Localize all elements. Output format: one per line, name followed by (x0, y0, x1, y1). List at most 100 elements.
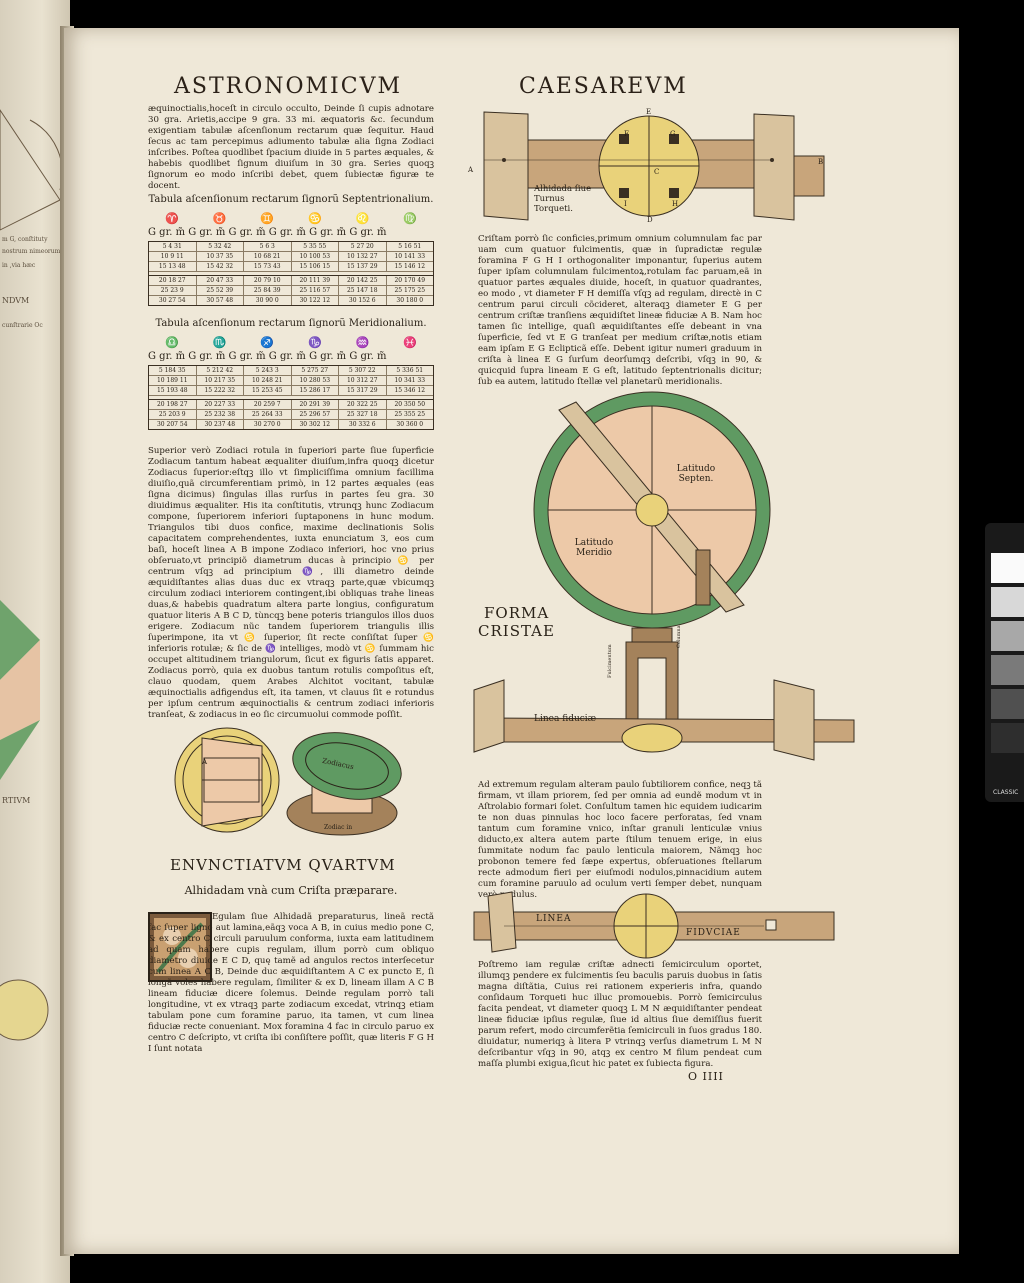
zodiac-symbol: ♓ (403, 336, 417, 349)
table-cell: 25 203 9 (149, 410, 197, 419)
latitudo-meridionalis-label: Latitudo Meridio (574, 538, 614, 558)
table-cell: 25 264 33 (244, 410, 292, 419)
zodiac-symbol: ♐ (260, 336, 274, 349)
alhidada-figure (483, 111, 825, 221)
table-cell: 5 32 42 (197, 242, 244, 251)
table-cell: 5 307 22 (339, 366, 387, 375)
left-page-fragment: m G, conſtituty (2, 236, 48, 243)
table-cell: 5 4 31 (149, 242, 197, 251)
swatch (991, 553, 1024, 583)
table-cell: 15 73 43 (244, 262, 292, 271)
running-head-left: ASTRONOMICVM (174, 74, 402, 99)
table-cell: 20 227 33 (197, 400, 244, 409)
table-cell: 20 18 27 (149, 276, 197, 285)
zodiac-symbol: ♌ (355, 212, 370, 225)
alhidada-caption: Alhidada ſiue Turnus Torqueti. (534, 184, 592, 214)
table-cell: 25 147 18 (339, 286, 387, 295)
table-cell: 10 341 33 (394, 377, 426, 384)
table-cell: 30 302 12 (292, 420, 339, 429)
table-cell: 15 346 12 (394, 387, 426, 394)
table-cell: 5 184 35 (149, 366, 197, 375)
zodiac-symbol: ♏ (212, 336, 227, 349)
table-cell: 20 259 7 (244, 400, 292, 409)
table-cell: 10 132 27 (339, 252, 387, 261)
crista-paragraph: Criſtam porrò ſic conficies,primum omniu… (478, 234, 762, 387)
zodiac-symbol: ♑ (307, 336, 322, 349)
intro-paragraph: æquinoctialis,hoceſt in circulo occulto,… (148, 104, 434, 191)
fiduciae-label: FIDVCIAE (686, 928, 741, 938)
left-page-fragment: cunſtrarie Oc (2, 322, 43, 329)
color-calibration-strip: CLASSIC (985, 523, 1024, 802)
table-cell: 15 106 15 (292, 262, 339, 271)
folio-signature: O IIII (688, 1070, 724, 1083)
figure-label-b: B (818, 158, 824, 166)
strip-brand-label: CLASSIC (993, 789, 1019, 796)
table-cell: 10 141 33 (394, 253, 426, 260)
figure-label-h: H (672, 200, 679, 208)
left-page-fragment: nostrum nimeorum (2, 248, 61, 255)
table-cell: 10 248 21 (244, 376, 292, 385)
table-cell: 5 27 20 (339, 242, 387, 251)
zodiac-symbol: ♈ (164, 212, 179, 225)
table-cell: 30 237 48 (197, 420, 244, 429)
table-cell: 25 232 38 (197, 410, 244, 419)
swatch (991, 689, 1024, 719)
table1-title: Tabula aſcenſionum rectarum ſignorũ Sept… (148, 194, 434, 205)
table-cell: 20 142 25 (339, 276, 387, 285)
figure-label-c: C (654, 168, 660, 176)
figure-label-a: A (468, 166, 474, 174)
body-paragraph: Superior verò Zodiaci rotula in ſuperior… (148, 446, 434, 720)
regula-paragraph: Ad extremum regulam alteram paulo ſubtil… (478, 780, 762, 900)
table-cell: 10 312 27 (339, 376, 387, 385)
swatch (991, 655, 1024, 685)
column-header: G gr. m̃ G gr. m̃ G gr. m̃ G gr. m̃ G gr… (148, 351, 387, 362)
figure-label-i: I (624, 200, 627, 208)
table-cell: 30 360 0 (396, 421, 424, 428)
table-cell: 5 16 51 (398, 243, 422, 250)
table-cell: 15 13 48 (149, 262, 197, 271)
table-cell: 20 350 50 (394, 401, 426, 408)
table-cell: 30 207 54 (149, 420, 197, 429)
left-page-fragment: in ,via hæc (2, 262, 36, 269)
zodiac-row: ♎ ♏ ♐ ♑ ♒ ♓ (148, 336, 434, 349)
table-cell: 25 175 25 (394, 287, 426, 294)
table-cell: 30 27 54 (149, 296, 197, 305)
latitudo-septentrionalis-label: Latitudo Septen. (676, 464, 716, 484)
table-cell: 10 9 11 (149, 252, 197, 261)
table-cell: 30 332 6 (339, 420, 387, 429)
table-separator (149, 272, 433, 276)
left-page-fragment: RTIVM (2, 796, 31, 805)
cristae-label: CRISTAE (478, 622, 555, 640)
table2-title: Tabula aſcenſionum rectarum ſignorũ Meri… (155, 318, 427, 329)
figure-label-d: D (647, 216, 653, 224)
table-cell: 25 84 39 (244, 286, 292, 295)
table-cell: 15 286 17 (292, 386, 339, 395)
zodiac-symbol: ♒ (355, 336, 370, 349)
swatch (991, 723, 1024, 753)
table-cell: 25 116 57 (292, 286, 339, 295)
zodiac-row: ♈ ♉ ♊ ♋ ♌ ♍ (148, 212, 434, 225)
figure-label-g: G (670, 130, 676, 138)
table-cell: 30 122 12 (292, 296, 339, 305)
table-cell: 10 217 35 (197, 376, 244, 385)
table-cell: 25 327 18 (339, 410, 387, 419)
table-cell: 10 37 35 (197, 252, 244, 261)
table-cell: 10 68 21 (244, 252, 292, 261)
table-cell: 5 212 42 (197, 366, 244, 375)
table-cell: 20 79 10 (244, 276, 292, 285)
table-cell: 20 291 39 (292, 400, 339, 409)
table-cell: 15 146 12 (394, 263, 426, 270)
section-heading: ENVNCTIATVM QVARTVM (170, 856, 396, 874)
table-cell: 10 189 11 (149, 376, 197, 385)
zodiac-symbol: ♉ (212, 212, 227, 225)
